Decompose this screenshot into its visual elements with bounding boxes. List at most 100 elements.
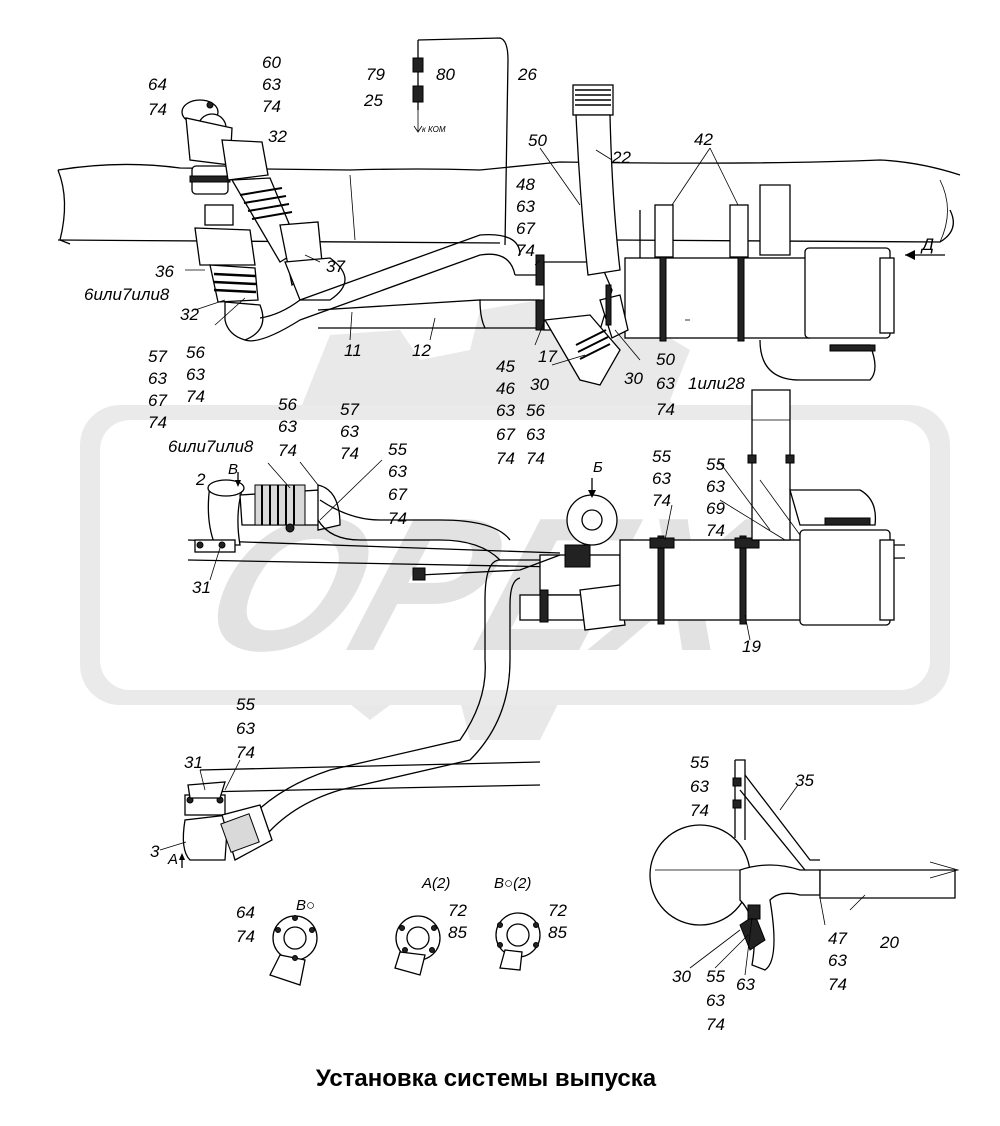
label-37: 37 — [326, 257, 345, 276]
middle-turbo-bend — [194, 479, 341, 553]
label-30: 30 — [624, 369, 643, 388]
label-55: 55 — [652, 447, 671, 466]
label-v: В — [228, 461, 238, 478]
label-2: 2 — [195, 470, 206, 489]
label-20: 20 — [879, 933, 899, 952]
label-57: 57 — [148, 347, 167, 366]
label-63: 63 — [148, 369, 167, 388]
label-31: 31 — [184, 753, 203, 772]
label-v-circle-2: В○(2) — [494, 875, 531, 892]
label-64: 64 — [236, 903, 255, 922]
label-74: 74 — [236, 743, 255, 762]
view-arrow-a — [179, 853, 185, 868]
label-63: 63 — [186, 365, 205, 384]
elbow-30-top — [543, 284, 629, 386]
label-48: 48 — [516, 175, 535, 194]
callout-labels: 64 74 60 63 74 32 79 80 25 26 к КОМ 50 2… — [84, 53, 934, 1034]
label-50: 50 — [656, 350, 675, 369]
detail-view-v — [269, 915, 318, 986]
label-25: 25 — [363, 91, 383, 110]
bottom-turbo-elbow — [182, 781, 273, 861]
label-12: 12 — [412, 341, 431, 360]
label-85: 85 — [448, 923, 467, 942]
label-42: 42 — [694, 130, 713, 149]
label-55: 55 — [706, 455, 725, 474]
label-67: 67 — [516, 219, 535, 238]
label-57: 57 — [340, 400, 359, 419]
sensor-cable-26 — [412, 37, 509, 246]
label-74: 74 — [278, 441, 297, 460]
label-80: 80 — [436, 65, 455, 84]
pipe-12-top — [317, 299, 540, 329]
label-56: 56 — [186, 343, 205, 362]
label-67: 67 — [496, 425, 515, 444]
detail-view-a2 — [394, 915, 441, 976]
label-56: 56 — [526, 401, 545, 420]
label-d: Д — [920, 235, 934, 254]
leader-lines — [159, 147, 866, 976]
label-63: 63 — [706, 991, 725, 1010]
label-74: 74 — [656, 400, 675, 419]
label-72: 72 — [448, 901, 467, 920]
top-turbo-elbow — [181, 99, 233, 195]
view-d-assembly — [649, 759, 960, 971]
label-74: 74 — [388, 509, 407, 528]
label-v-circle: В○ — [296, 897, 315, 914]
label-74: 74 — [148, 413, 167, 432]
view-arrow-v — [235, 472, 241, 487]
label-45: 45 — [496, 357, 515, 376]
label-to-pto: к КОМ — [422, 125, 446, 134]
label-74: 74 — [526, 449, 545, 468]
detail-view-v2 — [495, 912, 541, 971]
label-a2: А(2) — [421, 875, 450, 892]
label-46: 46 — [496, 379, 515, 398]
label-74: 74 — [516, 241, 535, 260]
label-74: 74 — [652, 491, 671, 510]
label-79: 79 — [366, 65, 385, 84]
view-arrow-d — [905, 250, 945, 260]
label-63: 63 — [690, 777, 709, 796]
label-74: 74 — [828, 975, 847, 994]
top-flex-pipe-right — [221, 139, 346, 301]
bottom-frame-rail — [199, 761, 541, 793]
label-1or28: 1или28 — [688, 374, 745, 393]
label-74: 74 — [236, 927, 255, 946]
label-55: 55 — [690, 753, 709, 772]
label-74: 74 — [706, 521, 725, 540]
label-55: 55 — [706, 967, 725, 986]
view-arrow-b — [588, 478, 596, 498]
label-63: 63 — [388, 462, 407, 481]
label-6or7or8: 6или7или8 — [84, 285, 170, 304]
label-56: 56 — [278, 395, 297, 414]
label-55: 55 — [236, 695, 255, 714]
label-19: 19 — [742, 637, 761, 656]
frame-rail-top — [57, 159, 961, 245]
label-6or7or8: 6или7или8 — [168, 437, 254, 456]
label-47: 47 — [828, 929, 847, 948]
label-3: 3 — [150, 842, 160, 861]
top-flex-pipe-left — [194, 204, 264, 341]
label-74: 74 — [186, 387, 205, 406]
label-63: 63 — [526, 425, 545, 444]
diagram-caption: Установка системы выпуска — [316, 1065, 657, 1092]
label-17: 17 — [538, 347, 557, 366]
label-63: 63 — [656, 374, 675, 393]
label-63: 63 — [278, 417, 297, 436]
label-30: 30 — [530, 375, 549, 394]
label-22: 22 — [611, 148, 631, 167]
label-74: 74 — [148, 100, 167, 119]
label-36: 36 — [155, 262, 174, 281]
label-31: 31 — [192, 578, 211, 597]
label-63: 63 — [496, 401, 515, 420]
middle-turbo-center — [412, 494, 626, 631]
label-72: 72 — [548, 901, 567, 920]
muffler-middle — [619, 389, 895, 626]
label-69: 69 — [706, 499, 725, 518]
label-74: 74 — [690, 801, 709, 820]
muffler-top — [624, 184, 895, 381]
label-63: 63 — [706, 477, 725, 496]
label-63: 63 — [828, 951, 847, 970]
label-26: 26 — [517, 65, 537, 84]
label-63: 63 — [516, 197, 535, 216]
label-67: 67 — [148, 391, 167, 410]
